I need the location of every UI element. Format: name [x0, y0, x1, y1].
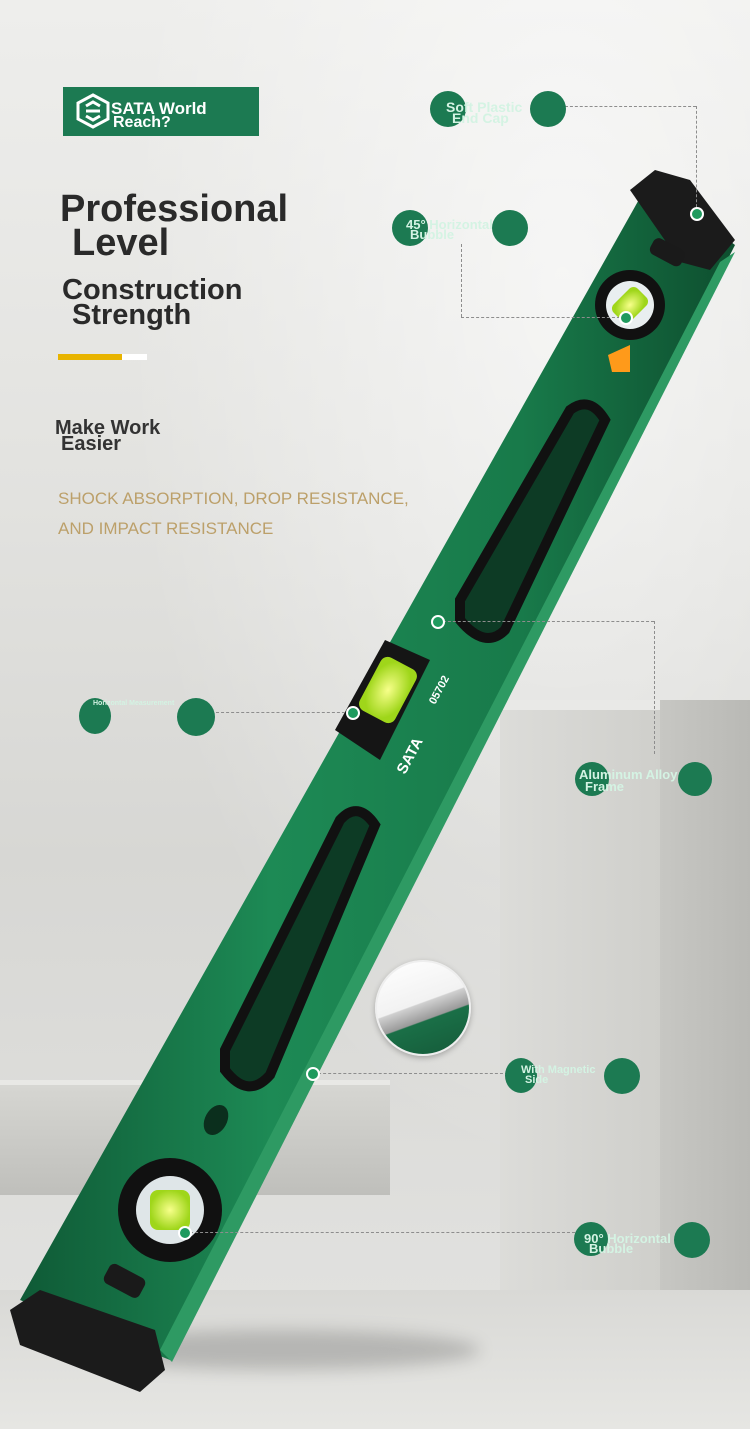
leader-end-cap-h: [565, 106, 696, 107]
feature-text: SHOCK ABSORPTION, DROP RESISTANCE, AND I…: [58, 484, 418, 544]
top-grip: [649, 238, 686, 267]
magnetic-side-zoom: [375, 960, 471, 1056]
tagline: Make Work Easier: [55, 417, 161, 455]
pedestal-front: [500, 710, 660, 1310]
pin-horizontal: [346, 706, 360, 720]
top-end-cap: [630, 170, 735, 270]
pin-45-bubble: [619, 311, 633, 325]
callout-dot-right: [492, 210, 528, 246]
callout-frame-line-2: Frame: [585, 779, 625, 794]
leader-45-h: [461, 317, 625, 318]
callout-magnetic: With Magnetic Side: [505, 1058, 645, 1098]
leader-horizontal: [216, 712, 350, 713]
accent-bar-yellow: [58, 354, 122, 360]
callout-magnetic-line-2: Side: [525, 1074, 549, 1086]
hang-hole: [203, 1104, 229, 1136]
callout-45-line-1: 45° Horizontal: [406, 217, 493, 232]
callout-45-bubble: 45° Horizontal Bubble: [392, 210, 532, 250]
callout-end-cap: Soft Plastic End Cap: [430, 91, 570, 131]
leader-frame-h: [438, 621, 654, 622]
leader-frame-v: [654, 621, 655, 754]
callout-dot-left: [430, 91, 466, 127]
leader-90: [185, 1232, 575, 1233]
callout-horizontal-line-1: Horizontal Measurement: [93, 700, 175, 707]
subheadline: Construction Strength: [62, 274, 243, 331]
callout-frame: Aluminum Alloy Frame: [575, 762, 715, 802]
center-vial: [359, 656, 417, 724]
accent-bar-white: [122, 354, 147, 360]
callout-dot-right: [674, 1222, 710, 1258]
feature-line-1: SHOCK ABSORPTION, DROP RESISTANCE,: [58, 489, 409, 508]
callout-magnetic-line-1: With Magnetic: [521, 1064, 596, 1076]
callout-90-line-2: Bubble: [589, 1241, 634, 1256]
pin-end-cap: [690, 207, 704, 221]
callout-90-bubble: 90° Horizontal Bubble: [574, 1222, 714, 1262]
tagline-line-1: Make Work: [55, 417, 161, 439]
callout-dot-right: [530, 91, 566, 127]
callout-dot-right: [604, 1058, 640, 1094]
callout-45-line-2: Bubble: [410, 227, 455, 242]
feature-line-2: AND IMPACT RESISTANCE: [58, 519, 274, 538]
callout-dot-right: [678, 762, 712, 796]
bottom-end-cap: [10, 1290, 165, 1392]
headline-line-2: Level: [72, 222, 170, 264]
leader-magnetic: [313, 1073, 508, 1074]
headline-line-1: Professional: [60, 188, 289, 230]
brand-line-2: Reach?: [113, 114, 171, 131]
brand-logo: SATA World Reach?: [63, 87, 259, 136]
lower-handle: [220, 806, 381, 1092]
callout-dot-right: [177, 698, 215, 736]
pin-magnetic: [306, 1067, 320, 1081]
pin-frame: [431, 615, 445, 629]
bottom-grip: [103, 1263, 146, 1298]
upper-handle: [455, 399, 611, 643]
callout-end-cap-line-2: End Cap: [452, 110, 509, 126]
callout-frame-line-1: Aluminum Alloy: [579, 767, 678, 782]
pedestal-side: [660, 700, 750, 1310]
pin-90-bubble: [178, 1226, 192, 1240]
brand-line-1: SATA World: [111, 99, 207, 118]
tagline-line-2: Easier: [61, 433, 122, 455]
callout-90-line-1: 90° Horizontal: [584, 1231, 671, 1246]
callout-dot-left: [505, 1058, 537, 1093]
leader-45-v: [461, 244, 462, 317]
sata-logo-icon: [76, 93, 110, 129]
subheadline-line-1: Construction: [62, 274, 243, 306]
callout-dot-left: [574, 1222, 608, 1256]
callout-end-cap-line-1: Soft Plastic: [446, 99, 523, 115]
ruler-edge: [160, 252, 735, 1362]
leader-end-cap-v: [696, 106, 697, 212]
subheadline-line-2: Strength: [72, 299, 192, 331]
headline: Professional Level: [60, 188, 289, 264]
callout-dot-left: [575, 762, 609, 796]
rotary-knob: [608, 345, 630, 372]
callout-dot-left: [392, 210, 428, 246]
callout-dot-left: [79, 698, 111, 734]
callout-horizontal: Horizontal Measurement: [79, 698, 219, 738]
